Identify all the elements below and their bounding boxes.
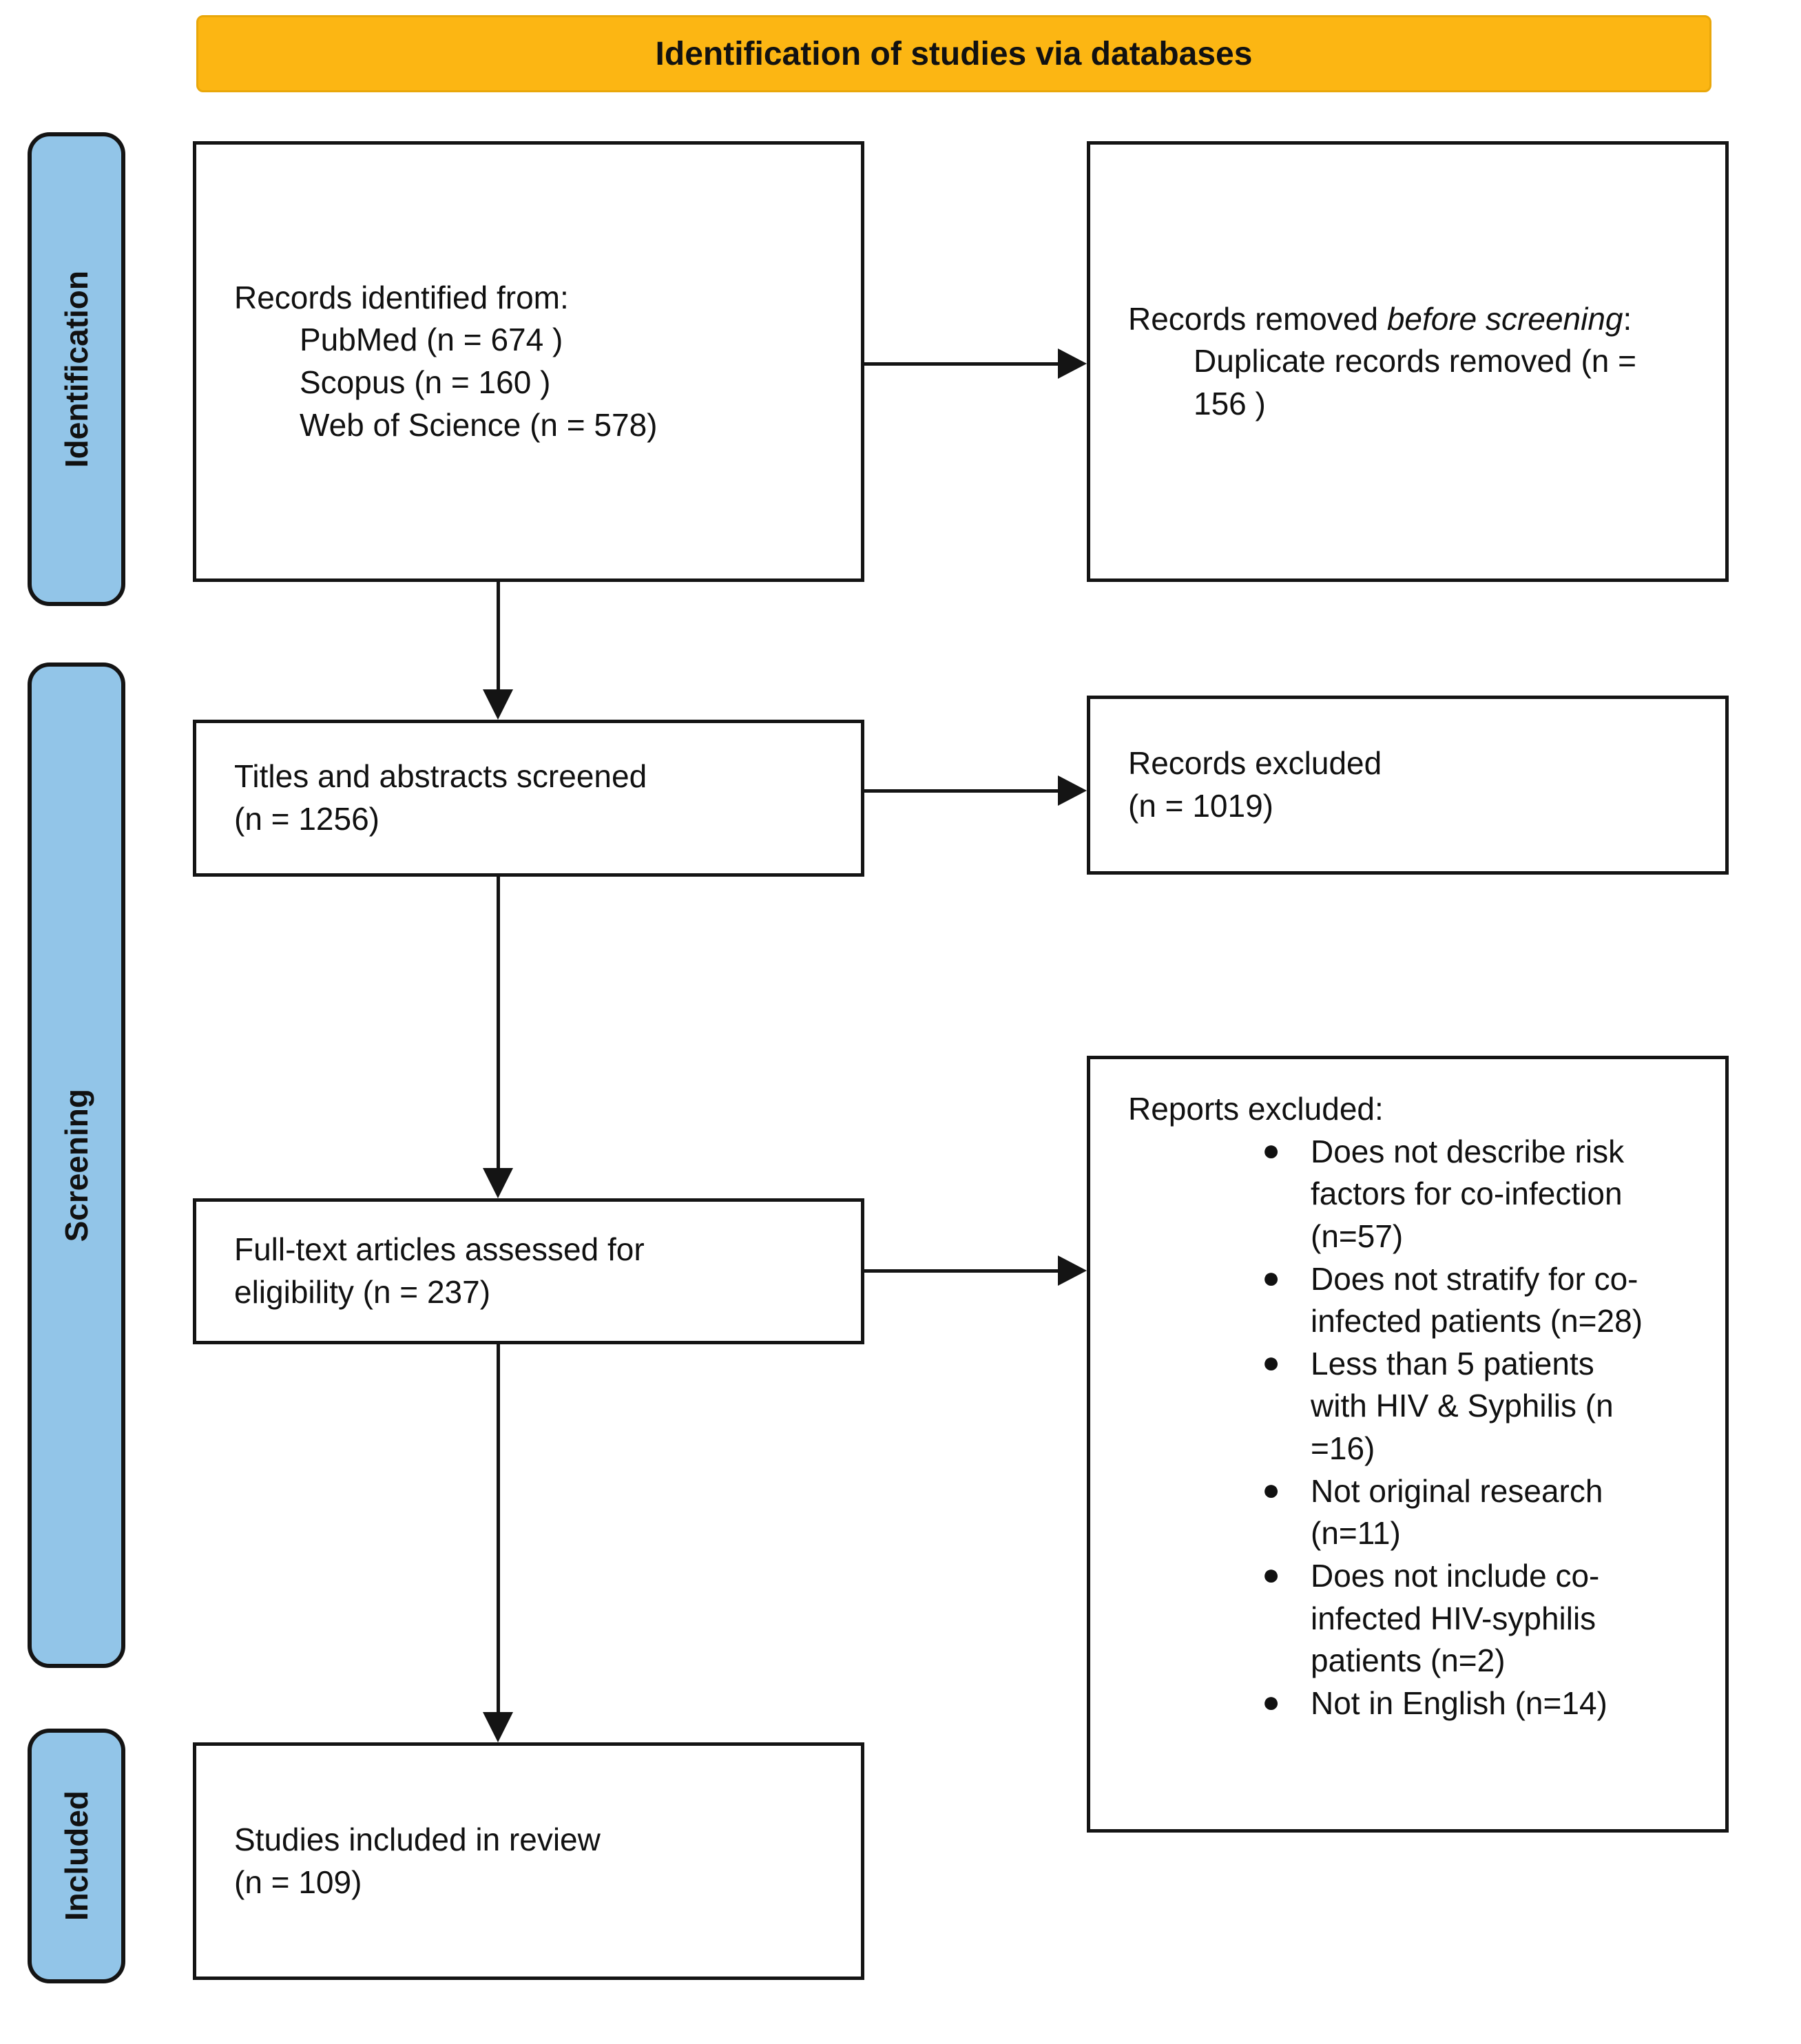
- box-studies-included: Studies included in review (n = 109): [193, 1742, 864, 1980]
- reports-excluded-item: ● Not in English (n=14): [1128, 1682, 1698, 1725]
- fulltext-assessed-line1: Full-text articles assessed for: [234, 1231, 645, 1268]
- arrow-head-icon: [1058, 348, 1087, 379]
- box-reports-excluded: Reports excluded: ● Does not describe ri…: [1087, 1056, 1729, 1833]
- reports-excluded-item: ● Does not include co-infected HIV-syphi…: [1128, 1555, 1698, 1682]
- banner-title: Identification of studies via databases: [655, 35, 1253, 72]
- reports-excluded-item: ● Not original research (n=11): [1128, 1470, 1698, 1555]
- box-fulltext-assessed: Full-text articles assessed for eligibil…: [193, 1198, 864, 1344]
- records-removed-title: Records removed before screening:: [1128, 298, 1698, 341]
- arrow-line: [497, 582, 500, 691]
- records-excluded-line2: (n = 1019): [1128, 788, 1273, 824]
- duplicates-removed-line: Duplicate records removed (n = 156 ): [1194, 343, 1637, 421]
- bullet-icon: ●: [1262, 1557, 1280, 1592]
- bullet-icon: ●: [1262, 1133, 1280, 1167]
- bullet-icon: ●: [1262, 1260, 1280, 1295]
- box-records-removed: Records removed before screening: Duplic…: [1087, 141, 1729, 582]
- box-records-identified: Records identified from: PubMed (n = 674…: [193, 141, 864, 582]
- reports-excluded-item-text: Does not include co-infected HIV-syphili…: [1311, 1557, 1600, 1679]
- reports-excluded-item: ● Does not describe risk factors for co-…: [1128, 1131, 1698, 1258]
- arrow-line: [497, 877, 500, 1169]
- reports-excluded-item-text: Not in English (n=14): [1311, 1685, 1607, 1721]
- stage-bar-screening: Screening: [28, 663, 125, 1668]
- box-titles-screened: Titles and abstracts screened (n = 1256): [193, 720, 864, 877]
- reports-excluded-item-text: Does not stratify for co-infected patien…: [1311, 1260, 1643, 1339]
- arrow-line: [864, 362, 1064, 366]
- reports-excluded-item: ● Does not stratify for co-infected pati…: [1128, 1258, 1698, 1343]
- arrow-line: [864, 1269, 1064, 1273]
- arrow-head-icon: [483, 1712, 513, 1742]
- reports-excluded-item-text: Does not describe risk factors for co-in…: [1311, 1133, 1625, 1254]
- fulltext-assessed-line2: eligibility (n = 237): [234, 1274, 491, 1310]
- stage-label-included: Included: [59, 1791, 94, 1921]
- studies-included-line2: (n = 109): [234, 1864, 362, 1900]
- arrow-head-icon: [1058, 775, 1087, 806]
- titles-screened-line2: (n = 1256): [234, 801, 379, 837]
- stage-bar-included: Included: [28, 1729, 125, 1983]
- arrow-head-icon: [1058, 1255, 1087, 1286]
- reports-excluded-item-text: Less than 5 patients with HIV & Syphilis…: [1311, 1345, 1614, 1466]
- reports-excluded-title: Reports excluded:: [1128, 1091, 1384, 1127]
- reports-excluded-item-text: Not original research (n=11): [1311, 1472, 1603, 1552]
- bullet-icon: ●: [1262, 1345, 1280, 1379]
- reports-excluded-item: ● Less than 5 patients with HIV & Syphil…: [1128, 1343, 1698, 1470]
- titles-screened-line1: Titles and abstracts screened: [234, 758, 647, 795]
- box-records-excluded: Records excluded (n = 1019): [1087, 696, 1729, 875]
- stage-bar-identification: Identification: [28, 132, 125, 606]
- banner-identification-via-databases: Identification of studies via databases: [196, 15, 1711, 92]
- records-removed-italic: before screening: [1386, 300, 1623, 337]
- records-excluded-line1: Records excluded: [1128, 745, 1382, 782]
- stage-label-screening: Screening: [59, 1088, 94, 1242]
- arrow-head-icon: [483, 1168, 513, 1198]
- records-removed-suffix: :: [1623, 300, 1632, 337]
- source-pubmed: PubMed (n = 674 ): [300, 322, 563, 358]
- source-scopus: Scopus (n = 160 ): [300, 364, 551, 400]
- records-identified-title: Records identified from:: [234, 279, 569, 315]
- arrow-line: [497, 1344, 500, 1715]
- source-web-of-science: Web of Science (n = 578): [300, 406, 658, 443]
- studies-included-line1: Studies included in review: [234, 1821, 601, 1857]
- bullet-icon: ●: [1262, 1685, 1280, 1719]
- arrow-head-icon: [483, 689, 513, 720]
- stage-label-identification: Identification: [59, 270, 94, 468]
- records-removed-prefix: Records removed: [1128, 300, 1387, 337]
- arrow-line: [864, 789, 1064, 793]
- bullet-icon: ●: [1262, 1472, 1280, 1507]
